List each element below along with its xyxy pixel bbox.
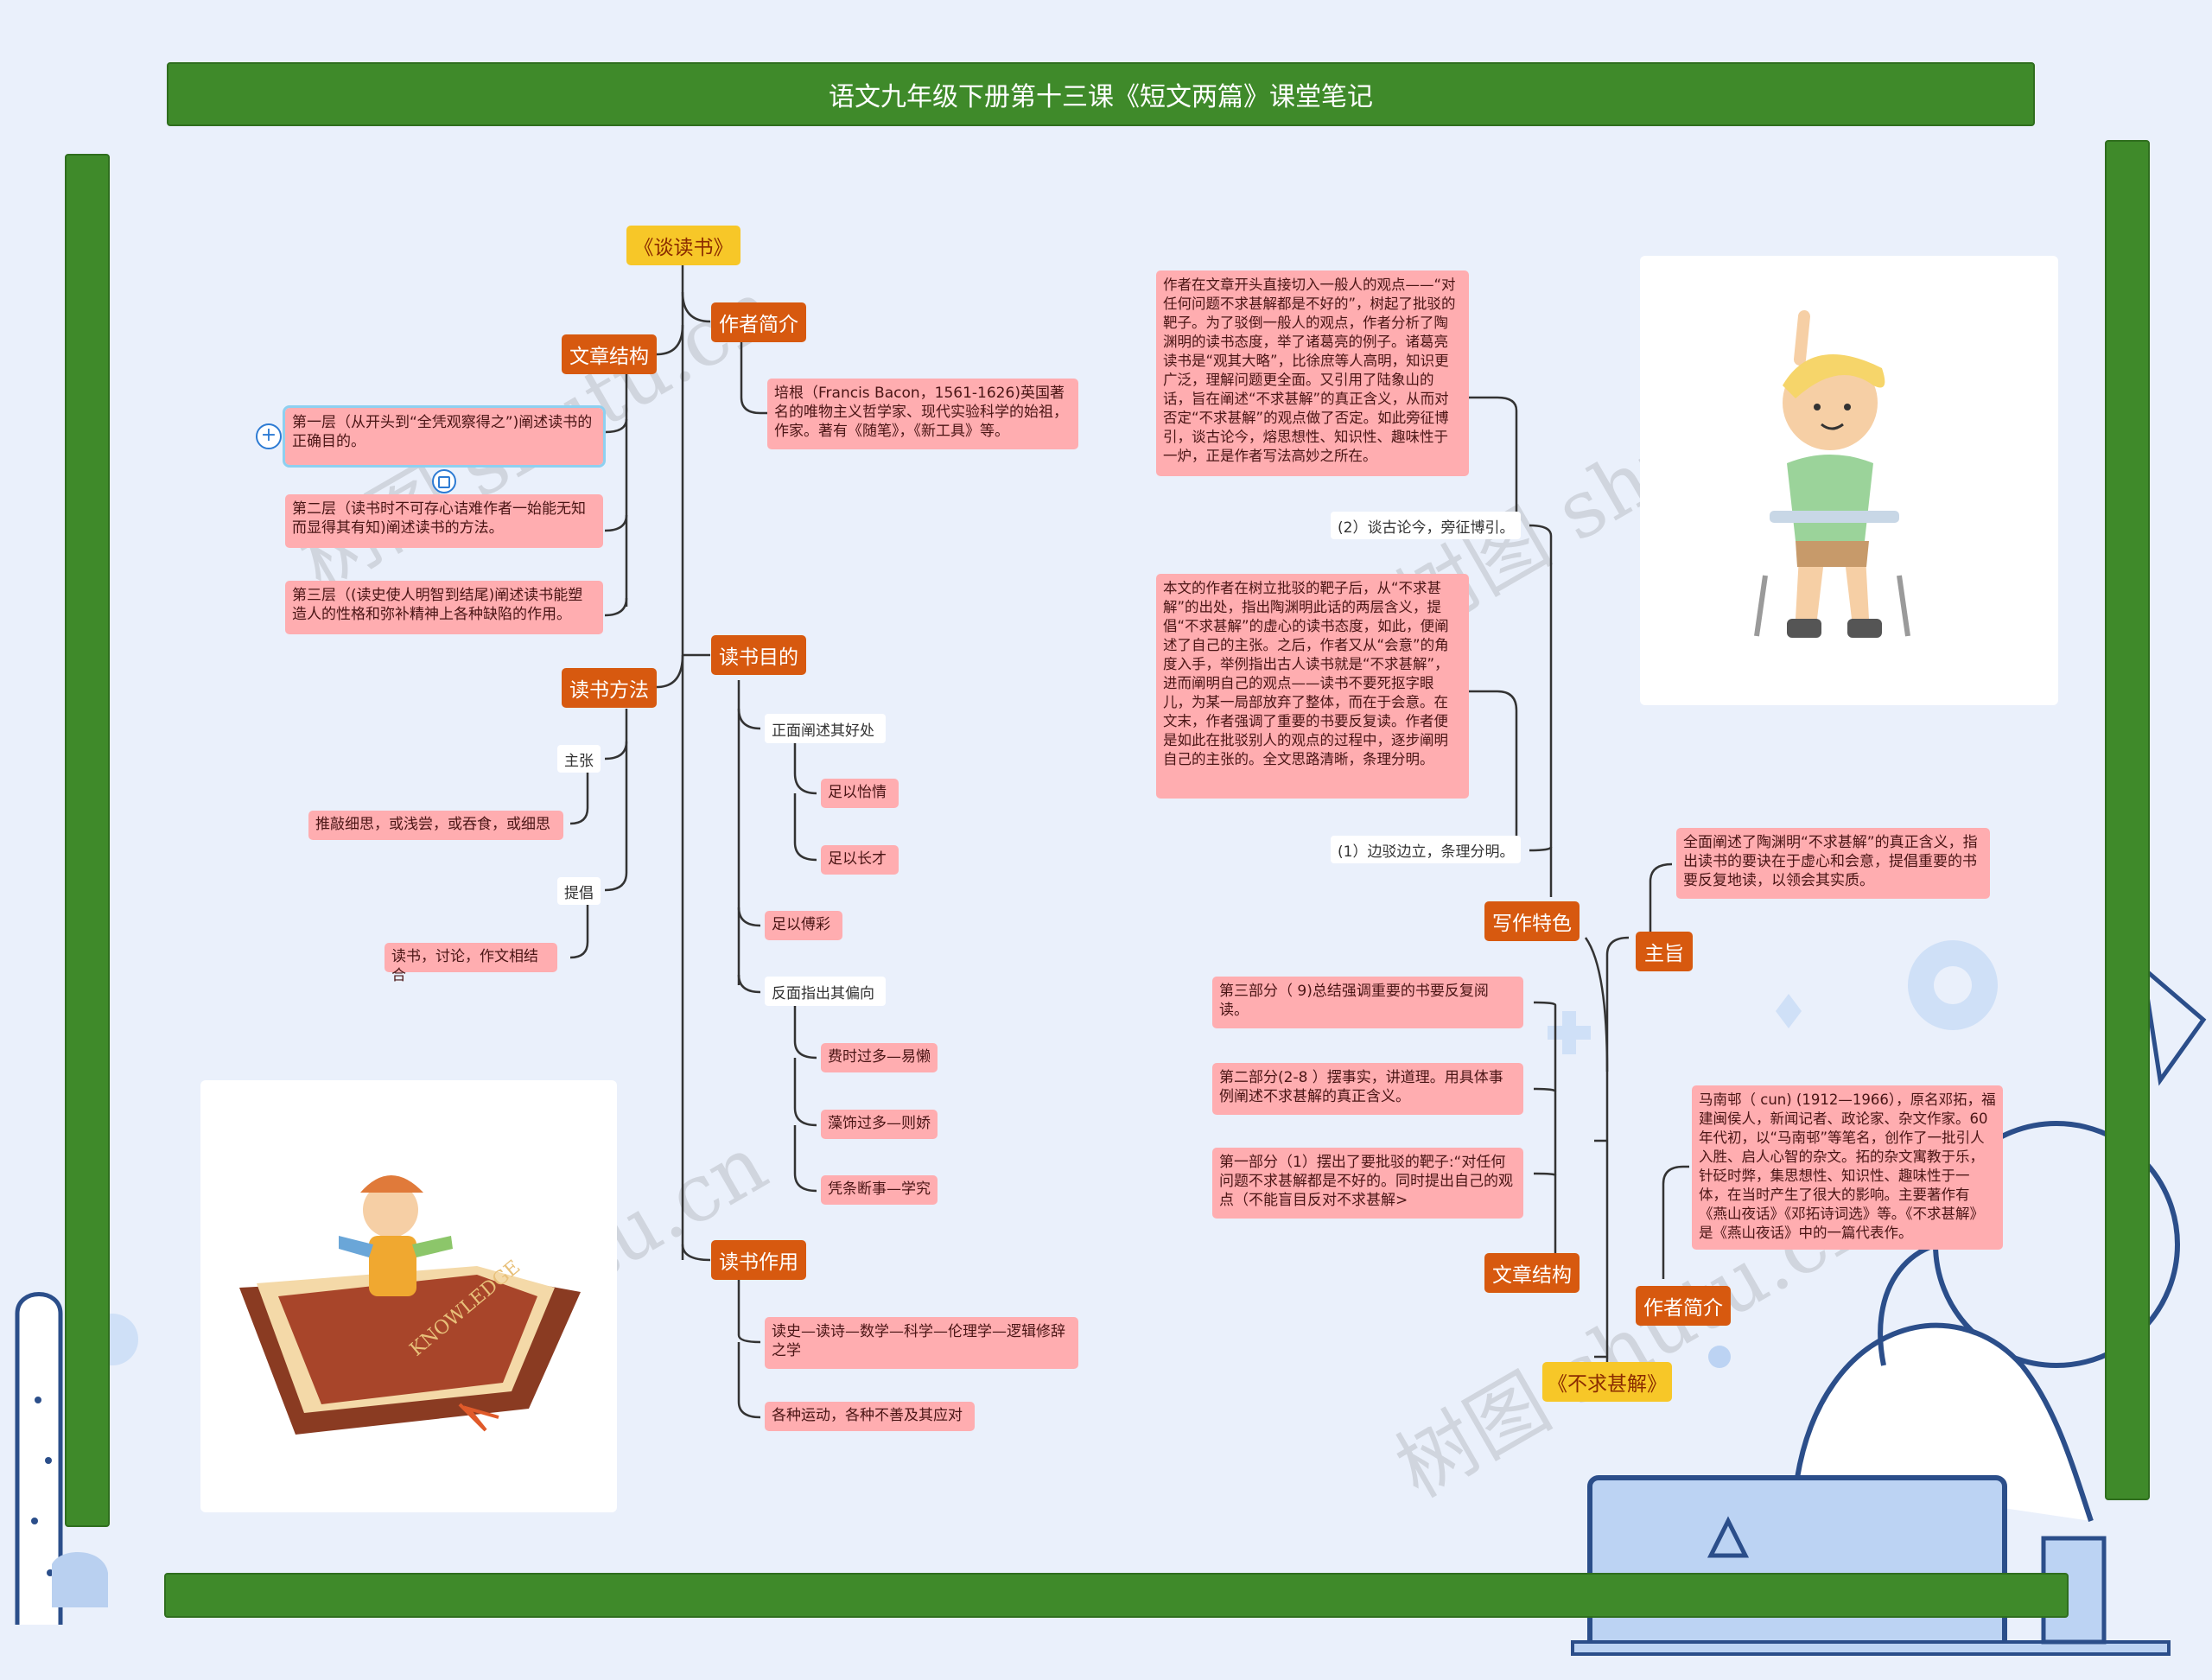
purpose-neg-item-1: 费时过多—易懒 <box>821 1043 938 1072</box>
purpose-neg-item-2: 藻饰过多—则娇 <box>821 1110 938 1139</box>
node-article-structure[interactable]: 文章结构 <box>562 334 657 374</box>
structure-item-1[interactable]: 第一层（从开头到“全凭观察得之”)阐述读书的正确目的。 <box>283 405 606 468</box>
purpose-ornament: 足以傅彩 <box>765 911 842 940</box>
method-promote-text: 读书，讨论，作文相结合 <box>385 943 557 984</box>
method-advocate-text: 推敲细思，或浅尝，或吞食，或细思 <box>308 811 563 840</box>
function-item-1: 读史—读诗—数学—科学—伦理学—逻辑修辞之学 <box>765 1317 1078 1369</box>
structure-right-item-2: 第二部分(2-8 ）摆事实，讲道理。用具体事例阐述不求甚解的真正含义。 <box>1212 1063 1523 1115</box>
node-writing-features[interactable]: 写作特色 <box>1484 901 1580 941</box>
purpose-pos-item-1: 足以怡情 <box>821 779 899 808</box>
purpose-positive: 正面阐述其好处 <box>765 714 886 743</box>
function-item-2: 各种运动，各种不善及其应对 <box>765 1402 975 1431</box>
bottom-frame-bar <box>164 1573 2069 1618</box>
author-intro-text: 培根（Francis Bacon，1561-1626)英国著名的唯物主义哲学家、… <box>767 379 1078 449</box>
author-right-text: 马南邨（ cun) (1912—1966），原名邓拓，福建闽侯人，新闻记者、政论… <box>1692 1085 2003 1250</box>
structure-right-item-1: 第一部分（1）摆出了要批驳的靶子:“对任何问题不求甚解都是不好的。同时提出自己的… <box>1212 1148 1523 1219</box>
structure-item-2: 第二层（读书时不可存心诘难作者一始能无知而显得其有知)阐述读书的方法。 <box>285 494 603 548</box>
page-title: 语文九年级下册第十三课《短文两篇》课堂笔记 <box>167 62 2035 126</box>
purpose-pos-item-2: 足以长才 <box>821 845 899 875</box>
method-promote-label: 提倡 <box>557 877 601 905</box>
student-illustration <box>1754 310 1910 638</box>
theme-text: 全面阐述了陶渊明“不求甚解”的真正含义，指出读书的要诀在于虚心和会意，提倡重要的… <box>1676 828 1990 899</box>
left-frame-bar <box>65 154 110 1527</box>
purpose-neg-item-3: 凭条断事—学究 <box>821 1175 938 1205</box>
node-author-intro-right[interactable]: 作者简介 <box>1636 1286 1731 1326</box>
node-author-intro[interactable]: 作者简介 <box>711 302 806 342</box>
root-node-bu-qiu-shen-jie[interactable]: 《不求甚解》 <box>1542 1362 1672 1402</box>
student-illustration-card <box>1640 256 2058 705</box>
node-theme[interactable]: 主旨 <box>1636 932 1693 971</box>
method-advocate-label: 主张 <box>557 745 601 773</box>
expand-plus-icon[interactable]: + <box>256 423 282 449</box>
book-illustration-card: KNOWLEDGE <box>200 1080 617 1512</box>
note-icon[interactable] <box>432 469 456 493</box>
feature-2-text: 本文的作者在树立批驳的靶子后，从“不求甚解”的出处，指出陶渊明此话的两层含义，提… <box>1156 574 1469 799</box>
node-reading-purpose[interactable]: 读书目的 <box>711 635 806 675</box>
structure-right-item-3: 第三部分（ 9)总结强调重要的书要反复阅读。 <box>1212 977 1523 1028</box>
structure-item-3: 第三层（(读史使人明智到结尾)阐述读书能塑造人的性格和弥补精神上各种缺陷的作用。 <box>285 581 603 634</box>
feature-1-label: (2）谈古论今，旁征博引。 <box>1331 512 1521 539</box>
purpose-negative: 反面指出其偏向 <box>765 977 886 1006</box>
root-node-tan-du-shu[interactable]: 《谈读书》 <box>626 226 741 265</box>
node-reading-function[interactable]: 读书作用 <box>711 1240 806 1280</box>
feature-2-label: (1）边驳边立，条理分明。 <box>1331 836 1521 863</box>
node-reading-method[interactable]: 读书方法 <box>562 668 657 708</box>
book-illustration: KNOWLEDGE <box>239 1175 581 1435</box>
feature-1-text: 作者在文章开头直接切入一般人的观点——“对任何问题不求甚解都是不好的”，树起了批… <box>1156 270 1469 476</box>
right-frame-bar <box>2105 140 2150 1500</box>
node-article-structure-right[interactable]: 文章结构 <box>1484 1253 1580 1293</box>
